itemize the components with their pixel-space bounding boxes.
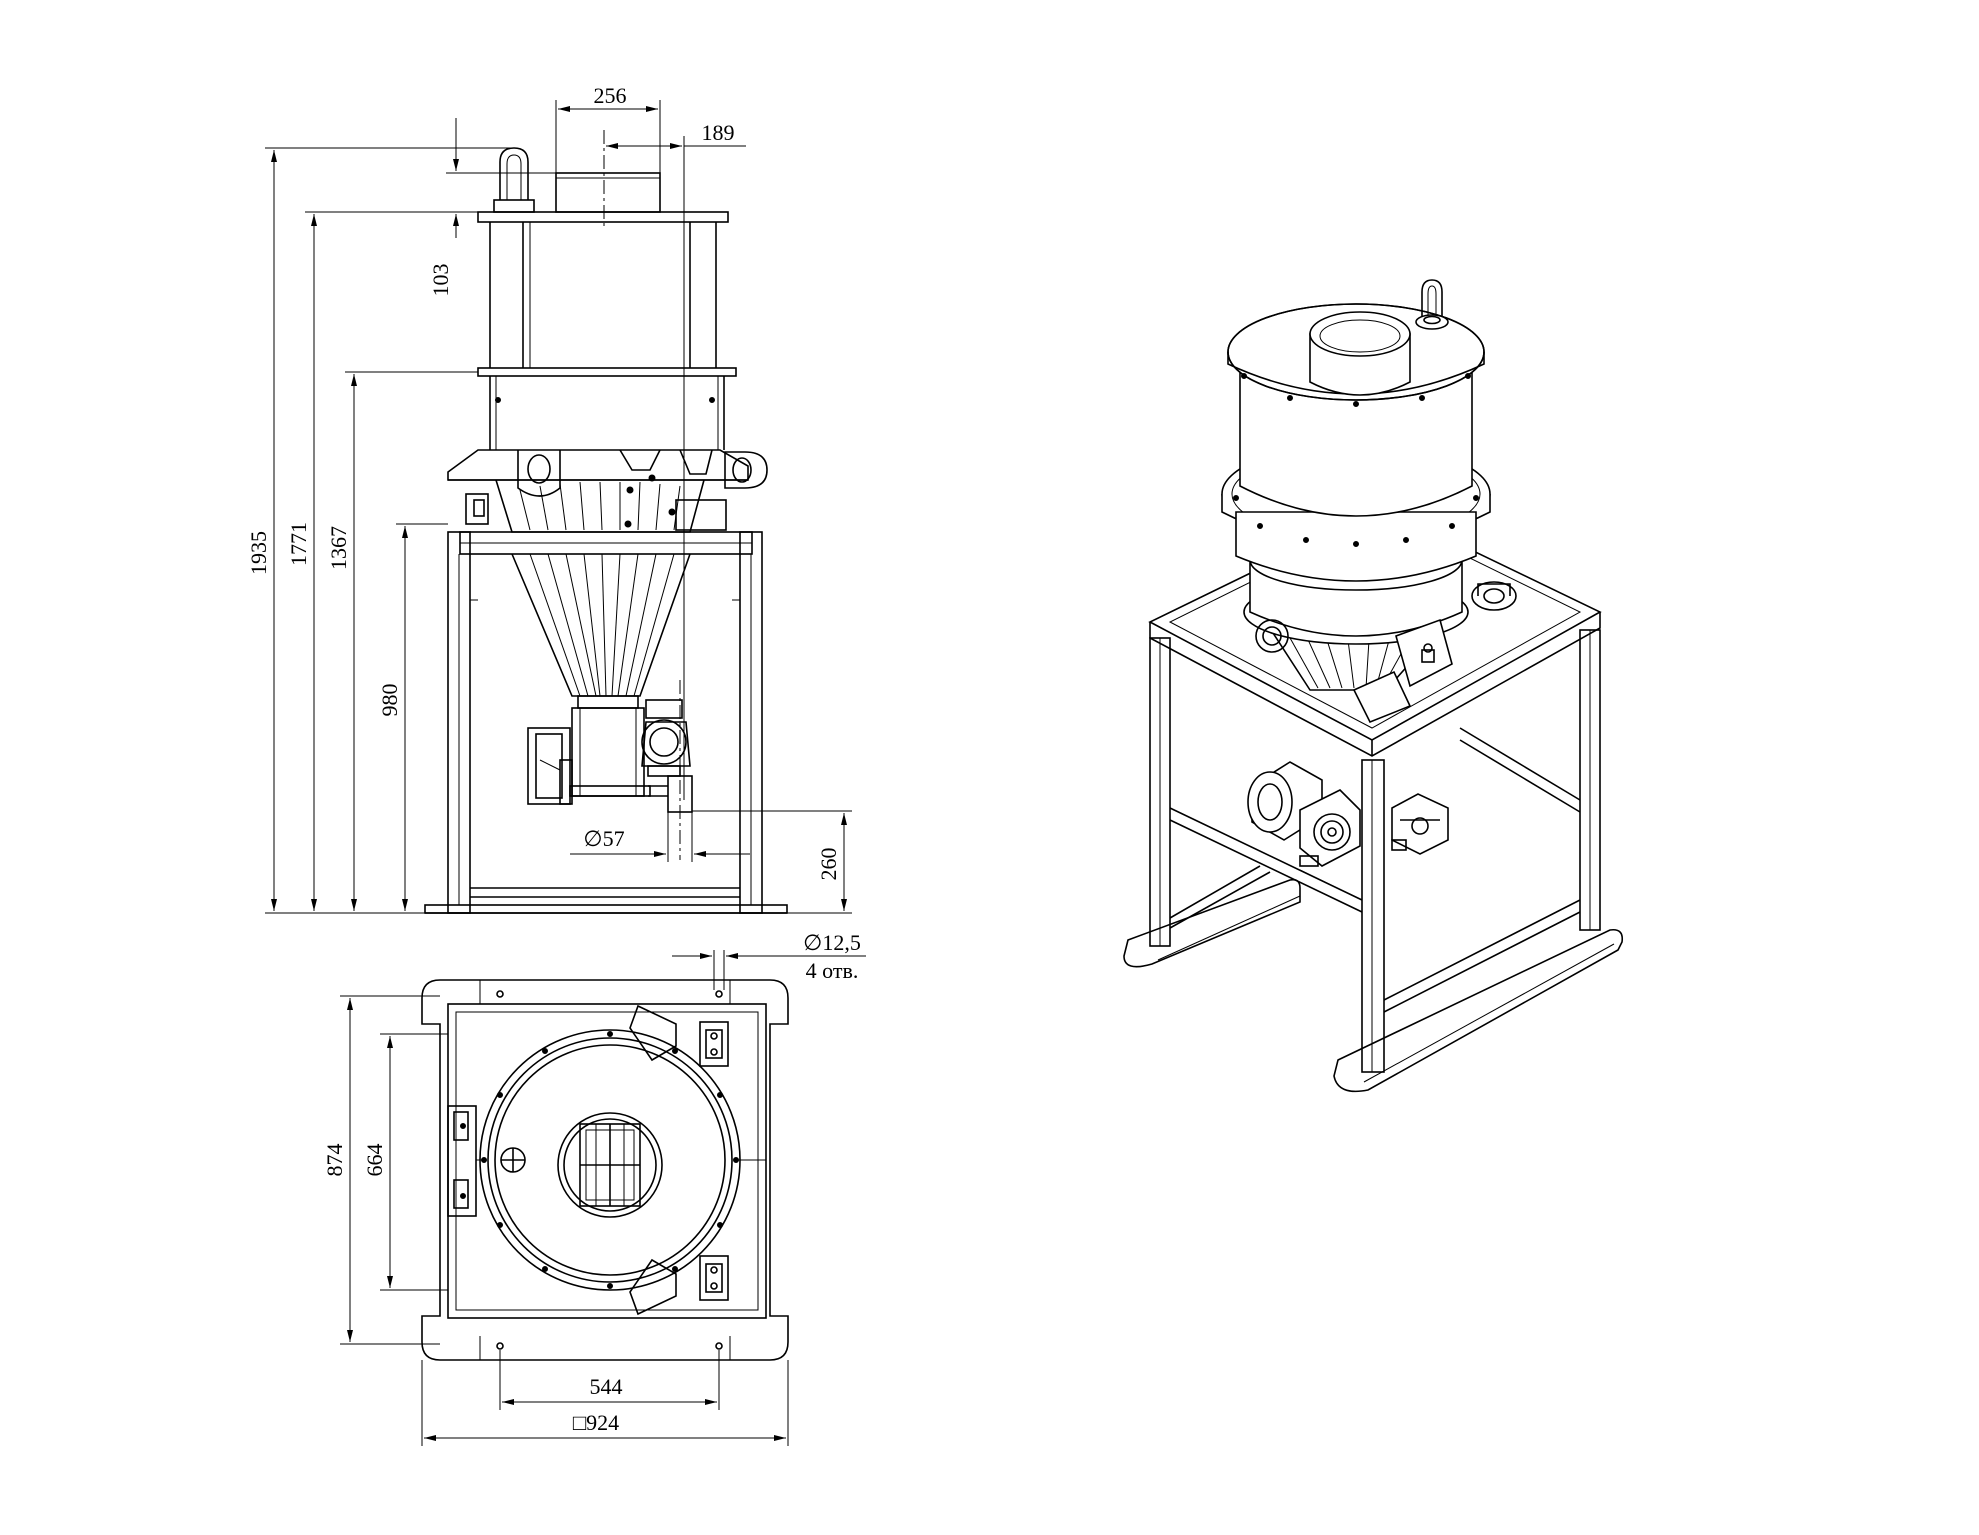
dim-base-square: □924 [573, 1410, 619, 1435]
iso-base-right [1333, 928, 1624, 1093]
dim-cap-height: 103 [428, 264, 453, 297]
front-dimensions: 1935 1771 1367 980 103 256 [246, 83, 852, 914]
iso-cylinder [1221, 279, 1491, 582]
frame [424, 531, 788, 914]
dim-frame-height: 980 [377, 684, 402, 717]
dim-inlet-offset: 189 [702, 120, 735, 145]
dim-lower-flange-height: 1367 [326, 526, 351, 570]
inlet-pipe [555, 172, 661, 213]
mounting-collar [447, 449, 768, 531]
vent-symbol [500, 1147, 526, 1173]
dim-hole-count: 4 отв. [806, 958, 859, 983]
mount-brackets [447, 1004, 766, 1316]
dim-frame-depth: 874 [322, 1144, 347, 1177]
front-view: 1935 1771 1367 980 103 256 [246, 83, 852, 914]
iso-drive-motor [1247, 761, 1449, 867]
rotary-valve [527, 695, 693, 813]
dim-top-flange-height: 1771 [286, 522, 311, 566]
dim-hole-spacing: 544 [590, 1374, 623, 1399]
dim-outlet-diameter: ∅57 [583, 826, 624, 851]
vent-cap [493, 147, 535, 213]
dim-hole-diameter: ∅12,5 [803, 930, 861, 955]
base-plate [421, 979, 789, 1361]
top-dimensions: 874 664 544 □924 ∅12,5 4 отв. [322, 930, 866, 1446]
top-view: 874 664 544 □924 ∅12,5 4 отв. [322, 930, 866, 1446]
dim-inlet-width: 256 [594, 83, 627, 108]
iso-frame-legs [1149, 629, 1601, 1073]
cylinder-body [477, 211, 737, 450]
dim-mount-depth: 664 [362, 1144, 387, 1177]
dim-overall-height: 1935 [246, 531, 271, 575]
dim-outlet-height: 260 [816, 848, 841, 881]
isometric-view [1123, 279, 1624, 1093]
inlet-grid [557, 1112, 663, 1218]
